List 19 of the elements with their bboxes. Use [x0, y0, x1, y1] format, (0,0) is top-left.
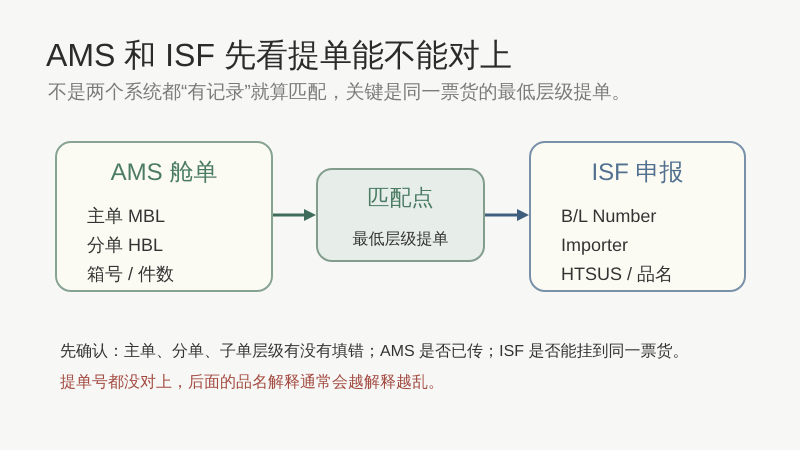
box-subtext: 最低层级提单 — [352, 230, 448, 250]
box-heading: ISF 申报 — [591, 158, 684, 188]
list-item: HTSUS / 品名 — [561, 263, 674, 286]
highlight-box — [316, 168, 485, 262]
box-heading: AMS 舱单 — [110, 158, 218, 188]
list-item: B/L Number — [561, 205, 656, 228]
list-item: 分单 HBL — [87, 234, 164, 257]
info-box — [529, 141, 746, 292]
info-box — [55, 141, 273, 292]
note-text: 先确认：主单、分单、子单层级有没有填错；AMS 是否已传；ISF 是否能挂到同一票货。 — [60, 342, 688, 362]
arrow — [273, 209, 316, 221]
list-item: 箱号 / 件数 — [87, 263, 174, 286]
warning-text: 提单号都没对上，后面的品名解释通常会越解释越乱。 — [60, 372, 444, 393]
title: AMS 和 ISF 先看提单能不能对上 — [46, 36, 512, 74]
list-item: Importer — [561, 234, 628, 257]
arrow — [485, 209, 529, 221]
subtitle: 不是两个系统都“有记录”就算匹配，关键是同一票货的最低层级提单。 — [48, 81, 631, 105]
box-heading: 匹配点 — [368, 184, 434, 212]
list-item: 主单 MBL — [87, 205, 166, 228]
